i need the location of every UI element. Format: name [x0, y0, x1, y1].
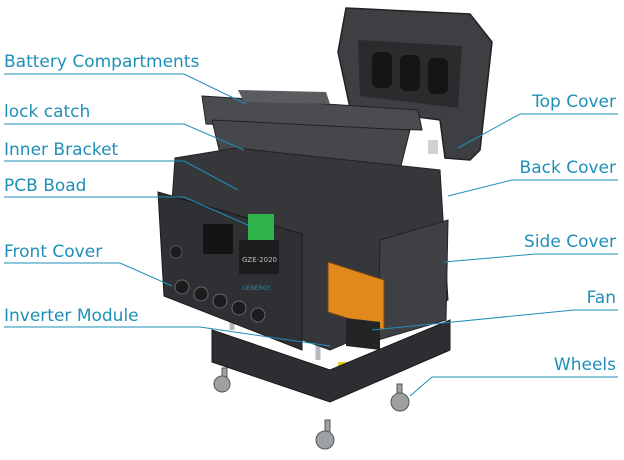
panel-sub-text: GENERGY [242, 285, 271, 292]
label-lock-catch: lock catch [4, 102, 91, 122]
wheels-part [213, 367, 410, 450]
label-pcb-board: PCB Boad [4, 176, 87, 196]
label-inner-bracket: Inner Bracket [4, 140, 119, 160]
label-front-cover: Front Cover [4, 242, 103, 262]
leader-lines [4, 73, 618, 397]
label-battery-compartments: Battery Compartments [4, 52, 200, 72]
panel-brand-text: GZE-2020 [242, 256, 277, 264]
label-wheels: Wheels [553, 355, 616, 375]
label-back-cover: Back Cover [519, 158, 616, 178]
main-body [157, 147, 451, 403]
label-inverter-module: Inverter Module [4, 306, 139, 326]
top-cover-part [337, 7, 493, 161]
label-side-cover: Side Cover [524, 232, 616, 252]
label-fan: Fan [586, 288, 616, 308]
label-top-cover: Top Cover [532, 92, 616, 112]
